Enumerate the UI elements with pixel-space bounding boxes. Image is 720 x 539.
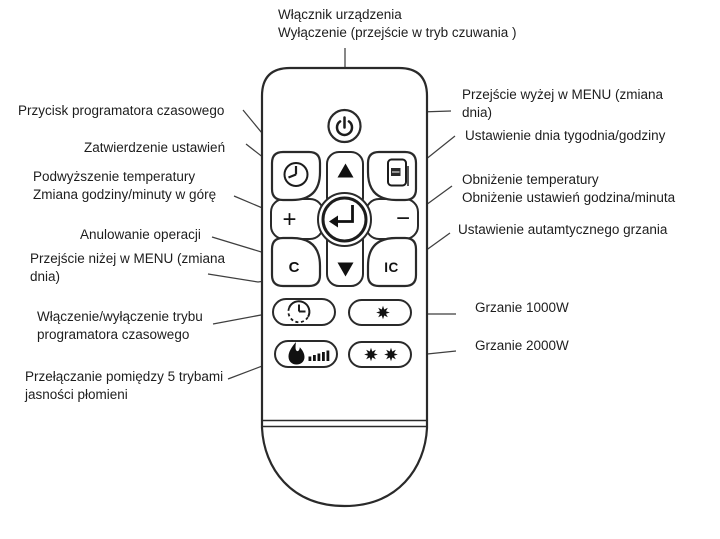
label-auto-heating: Ustawienie autamtycznego grzania <box>458 222 668 237</box>
label-day-time-setting: Ustawienie dnia tygodnia/godziny <box>465 128 666 143</box>
minus-button <box>365 198 419 240</box>
power-button <box>327 108 362 144</box>
label-heat-1000w: Grzanie 1000W <box>475 300 569 315</box>
timer-program-button <box>270 150 322 202</box>
sun-icon-1000w <box>376 305 390 320</box>
cancel-button-label: C <box>289 259 300 276</box>
label-timer-mode-toggle: Włączenie/wyłączenie trybu programatora … <box>37 309 203 342</box>
label-flame-brightness: Przełączanie pomiędzy 5 trybami jasności… <box>25 369 224 402</box>
flame-level-bars <box>308 350 330 361</box>
power-icon <box>335 116 354 137</box>
auto-button-label: IC <box>384 260 399 275</box>
label-temperature-down: Obniżenie temperatury Obniżenie ustawień… <box>462 172 676 205</box>
timer-dashed-clock-icon <box>287 300 311 324</box>
auto-heating-button <box>366 236 418 288</box>
label-temperature-up: Podwyższenie temperatury Zmiana godziny/… <box>33 169 217 202</box>
label-heat-2000w: Grzanie 2000W <box>475 338 569 353</box>
flame-icon <box>288 342 330 365</box>
cancel-button <box>270 236 322 288</box>
plus-label: + <box>282 206 296 233</box>
heat-2000-pill-button <box>348 341 412 368</box>
minus-label: − <box>396 205 410 232</box>
label-cancel-operation: Anulowanie operacji <box>80 227 201 242</box>
up-triangle-icon <box>337 163 354 178</box>
sun-icon-2000w-right <box>384 347 398 362</box>
enter-button <box>317 192 372 247</box>
sun-icon-2000w-left <box>364 347 378 362</box>
label-confirm-settings: Zatwierdzenie ustawień <box>84 140 226 155</box>
label-timer-program-button: Przycisk programatora czasowego <box>18 103 225 118</box>
clock-icon <box>283 162 309 187</box>
down-triangle-icon <box>337 262 354 277</box>
label-power: Włącznik urządzenia Wyłączenie (przejści… <box>278 7 517 40</box>
enter-arrow-icon <box>329 205 354 228</box>
day-calendar-icon <box>387 158 409 187</box>
plus-button <box>270 198 324 240</box>
label-menu-down: Przejście niżej w MENU (zmiana dnia) <box>30 251 226 284</box>
label-menu-up: Przejście wyżej w MENU (zmiana dnia) <box>462 87 664 120</box>
connector-lines <box>207 48 457 380</box>
